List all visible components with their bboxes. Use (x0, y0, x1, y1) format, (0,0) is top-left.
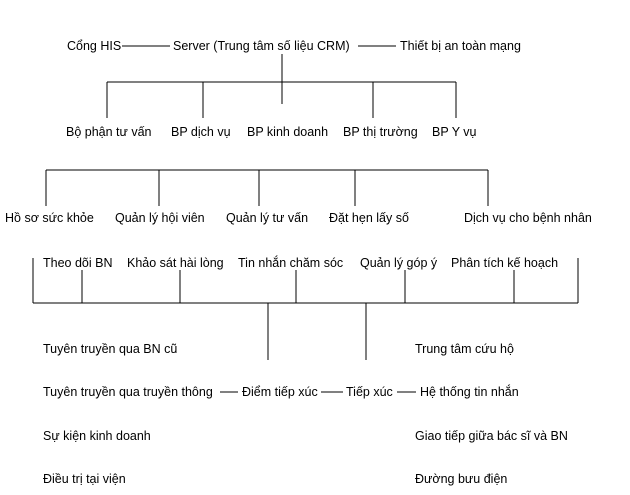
dept-market: BP thị trường (342, 125, 419, 139)
dept-business: BP kinh doanh (246, 125, 330, 139)
media-promo: Tuyên truyền qua truyền thông (42, 385, 214, 399)
act-care-messages: Tin nhắn chăm sóc (237, 256, 345, 270)
business-events: Sự kiện kinh doanh (42, 429, 152, 443)
doctor-patient-comm: Giao tiếp giữa bác sĩ và BN (414, 429, 569, 443)
his-gateway-label: Cổng HIS (66, 39, 123, 53)
act-plan-analysis: Phân tích kế hoạch (450, 256, 560, 270)
func-consulting-mgmt: Quản lý tư vấn (225, 211, 310, 225)
func-booking: Đặt hẹn lấy số (328, 211, 410, 225)
postal-route: Đường bưu điện (414, 472, 509, 486)
func-health-records: Hồ sơ sức khỏe (4, 211, 95, 225)
act-feedback-mgmt: Quản lý góp ý (359, 256, 439, 270)
act-patient-tracking: Theo dõi BN (42, 256, 114, 270)
old-patient-promo: Tuyên truyền qua BN cũ (42, 342, 179, 356)
dept-service: BP dịch vụ (170, 125, 232, 139)
act-satisfaction-survey: Khảo sát hài lòng (126, 256, 225, 270)
in-clinic-treatment: Điều trị tại viện (42, 472, 127, 486)
rescue-center: Trung tâm cứu hộ (414, 342, 515, 356)
dept-advisory: Bộ phận tư vấn (65, 125, 153, 139)
contact-label: Tiếp xúc (345, 385, 394, 399)
func-membership: Quản lý hội viên (114, 211, 206, 225)
touchpoint-label: Điểm tiếp xúc (241, 385, 319, 399)
messaging-system: Hệ thống tin nhắn (419, 385, 520, 399)
func-patient-services: Dịch vụ cho bệnh nhân (463, 211, 593, 225)
dept-medical: BP Y vụ (431, 125, 478, 139)
network-security-label: Thiết bị an toàn mạng (399, 39, 522, 53)
crm-server-label: Server (Trung tâm số liệu CRM) (172, 39, 351, 53)
